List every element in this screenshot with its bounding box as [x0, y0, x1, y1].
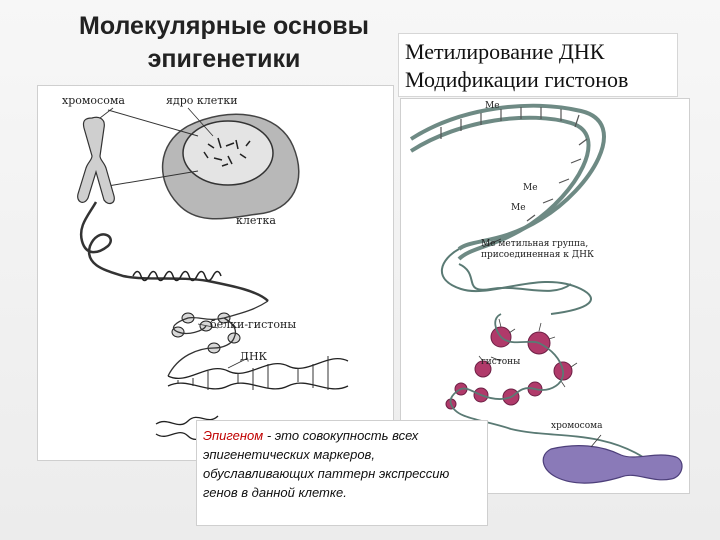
- chromatin-coils: [132, 270, 222, 282]
- nucleus-chromatin: [203, 137, 251, 167]
- dna-helix-middle: [440, 248, 592, 315]
- nucleus-leader: [187, 107, 214, 137]
- slide-title-line-2: эпигенетики: [147, 45, 301, 73]
- label-methyl-line1: метильная группа,: [498, 239, 589, 249]
- histones-leader-right: [490, 356, 502, 362]
- chromosome-x: [77, 116, 115, 205]
- label-histones: белки-гистоны: [210, 318, 297, 331]
- histone-tails: [478, 318, 578, 388]
- chromatin-diagram: [77, 107, 349, 441]
- subtitle-line-2: Модификации гистонов: [405, 67, 629, 92]
- subtitle-box: Метилирование ДНК Модификации гистонов: [398, 33, 678, 97]
- cell-nucleus: [182, 120, 274, 186]
- label-cell: клетка: [236, 214, 276, 227]
- methylation-diagram: [409, 103, 683, 484]
- zoom-line-bottom: [107, 170, 199, 187]
- label-me-group: Me: [481, 239, 496, 249]
- label-me-mid: Me: [523, 183, 538, 193]
- chromosome-leader-right: [590, 434, 602, 448]
- label-nucleus: ядро клетки: [166, 94, 238, 107]
- subtitle-line-1: Метилирование ДНК: [405, 39, 605, 64]
- slide-title-line-1: Молекулярные основы: [79, 12, 369, 40]
- histones-leader: [197, 323, 219, 329]
- label-dna: ДНК: [240, 350, 268, 363]
- zoom-line-top: [107, 109, 199, 137]
- label-me-top: Me: [485, 101, 500, 111]
- dna-ladder-top: [409, 103, 606, 261]
- label-methyl-line2: присоединенная к ДНК: [481, 250, 594, 260]
- linker-dna: [167, 300, 269, 377]
- label-chromosome-right: хромосома: [551, 421, 603, 431]
- chromosome-right: [542, 445, 683, 484]
- caption-term: Эпигеном: [203, 428, 264, 443]
- caption-text: - это совокупность всех эпигенетических …: [203, 428, 450, 500]
- slide-title: Молекулярные основы эпигенетики: [44, 10, 404, 76]
- chromosome-leader: [99, 107, 114, 119]
- dna-ladder-rungs: [440, 107, 588, 222]
- dna-base-pairs: [177, 356, 329, 390]
- methyl-leader: [482, 238, 502, 248]
- dna-helix: [167, 358, 349, 390]
- label-methyl-group: Me метильная группа, присоединенная к ДН…: [481, 239, 594, 261]
- label-chromosome: хромосома: [62, 94, 125, 107]
- linker-strand: [449, 313, 647, 460]
- epigenome-caption: Эпигеном - это совокупность всех эпигене…: [196, 420, 488, 526]
- histone-beads: [445, 326, 573, 410]
- label-histones-right: гистоны: [481, 357, 521, 367]
- label-me-small: Me: [511, 203, 526, 213]
- left-diagram-panel: хромосома ядро клетки клетка белки-гисто…: [37, 85, 394, 461]
- dna-leader: [227, 357, 249, 369]
